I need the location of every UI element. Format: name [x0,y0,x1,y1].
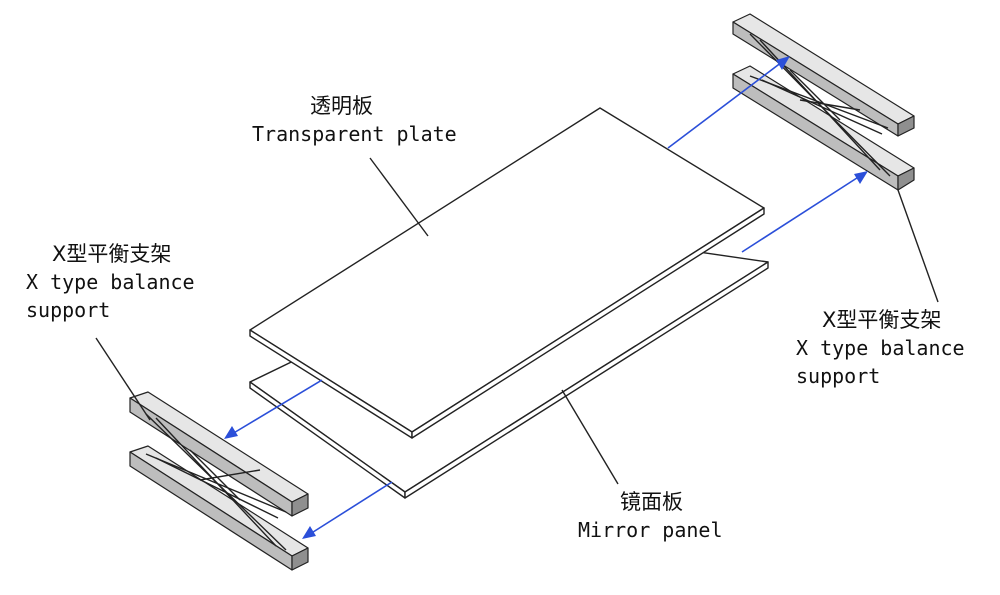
transparent-plate-label-en: Transparent plate [252,122,457,146]
x-support-left-label-en-line1: X type balance [26,270,195,294]
mirror-panel-label-zh: 镜面板 [620,490,683,514]
leader-line-support-left [95,337,151,421]
x-support-left-label-en-line2: support [26,298,111,322]
transparent-plate [249,107,765,439]
x-support-right-label: X型平衡支架 X type balance support [796,306,965,390]
x-support-right-label-en-line1: X type balance [796,336,965,360]
x-balance-support-left [129,391,309,571]
leader-line-support-right [897,189,939,303]
mirror-panel-label-en: Mirror panel [578,518,723,542]
assembly-arrow-left-lower [302,481,393,539]
transparent-plate-label-zh: 透明板 [310,94,373,118]
x-support-left-label: X型平衡支架 X type balance support [26,240,195,324]
mirror-panel-label: 镜面板 Mirror panel [578,488,723,544]
x-support-right-label-en-line2: support [796,364,881,388]
x-support-right-label-zh: X型平衡支架 [822,308,942,332]
x-support-left-label-zh: X型平衡支架 [52,242,172,266]
assembly-arrow-mid-right [741,171,868,253]
leader-line-transparent-plate [369,157,429,237]
assembly-arrow-left-upper [224,379,323,439]
assembly-arrow-top-right [667,56,790,149]
x-balance-support-right [732,13,915,191]
leader-line-mirror-panel [561,389,619,485]
transparent-plate-label: 透明板 Transparent plate [252,92,457,148]
